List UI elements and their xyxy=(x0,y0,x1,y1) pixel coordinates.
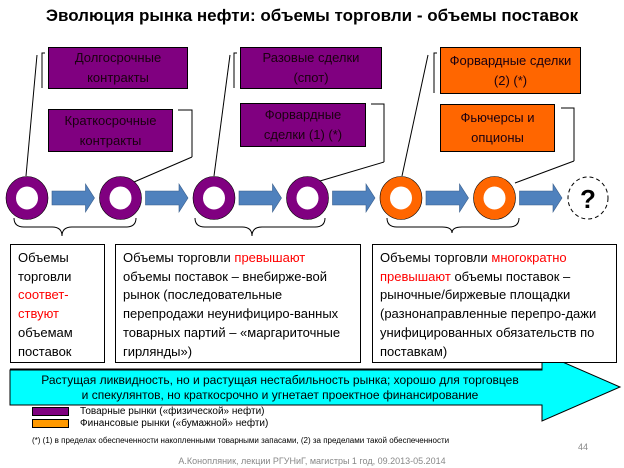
legend-label-commodity: Товарные рынки («физической» нефти) xyxy=(80,406,265,417)
brace-stage-3 xyxy=(386,217,520,234)
legend-swatch-financial xyxy=(32,419,69,428)
progression-arrow xyxy=(145,182,189,214)
stage-ring-commodity xyxy=(193,176,235,220)
arrow-text-line: и спекулянтов, но краткосрочно и угнетае… xyxy=(81,388,479,402)
legend-swatch-commodity xyxy=(32,407,69,416)
box-short-term-contracts: Краткосрочные контракты xyxy=(48,109,173,152)
desc-text: объемы поставок – рыночные/биржевые площ… xyxy=(380,268,597,359)
desc-highlight: многократно превышают xyxy=(380,250,567,284)
stage-ring-financial xyxy=(380,176,422,220)
description-stage-3: Объемы торговли многократно превышают об… xyxy=(372,244,617,363)
bracket-forward-1 xyxy=(371,103,385,162)
leader-line xyxy=(133,156,193,183)
stage-ring-financial xyxy=(473,176,516,220)
bracket-long-term xyxy=(41,52,45,88)
unknown-stage-circle xyxy=(567,176,609,220)
stage-ring-outline xyxy=(286,176,329,220)
box-spot-deals: Разовые сделки (спот) xyxy=(240,47,382,89)
desc-highlight: соответ-ствуют xyxy=(18,287,69,322)
brace-stage-1 xyxy=(13,217,137,237)
box-forward-deals-1: Форвардные сделки (1) (*) xyxy=(240,103,366,147)
desc-text: Объемы торговли xyxy=(380,250,492,265)
leader-line xyxy=(401,54,429,177)
description-stage-1: Объемы торговли соответ-ствуют объемам п… xyxy=(10,244,105,363)
progression-arrow xyxy=(332,182,376,214)
stage-ring-commodity xyxy=(6,176,48,220)
progression-arrow xyxy=(425,182,469,214)
bracket-short-term xyxy=(178,109,193,157)
stage-ring-outline xyxy=(192,176,236,220)
leader-line xyxy=(25,54,38,177)
legend-label-financial: Финансовые рынки («бумажной» нефти) xyxy=(80,418,269,429)
desc-highlight: превышают xyxy=(234,250,306,265)
stage-ring-outline xyxy=(379,176,423,220)
footer: А.Конопляник, лекции РГУНиГ, магистры 1 … xyxy=(178,456,446,466)
stage-ring-outline xyxy=(99,176,142,220)
leader-line xyxy=(514,160,575,184)
desc-text: объемам поставок xyxy=(18,324,73,359)
stage-ring-commodity xyxy=(99,176,142,220)
footnote: (*) (1) в пределах обеспеченности накопл… xyxy=(32,436,450,445)
progression-arrow xyxy=(51,182,95,214)
bracket-forward-2 xyxy=(433,52,437,93)
liquidity-arrow xyxy=(9,352,622,422)
stage-ring-commodity xyxy=(286,176,329,220)
bracket-spot xyxy=(233,52,237,88)
leader-line xyxy=(319,161,385,182)
slide-title: Эволюция рынка нефти: объемы торговли - … xyxy=(45,6,579,25)
page-number: 44 xyxy=(578,442,589,452)
desc-text: Объемы торговли xyxy=(123,250,235,265)
bracket-futures xyxy=(561,107,575,161)
box-long-term-contracts: Долгосрочные контракты xyxy=(48,47,188,89)
leader-line xyxy=(213,54,231,177)
progression-arrow xyxy=(519,182,563,214)
stage-ring-outline xyxy=(473,176,516,220)
progression-arrow xyxy=(238,182,282,214)
desc-text: Объемы торговли xyxy=(18,250,72,284)
arrow-text-line: Растущая ликвидность, но и растущая нест… xyxy=(41,373,519,387)
question-mark: ? xyxy=(580,184,596,214)
brace-stage-2 xyxy=(194,217,326,237)
desc-text: объемы поставок – внебирже-вой рынок (по… xyxy=(123,268,341,359)
stage-ring-outline xyxy=(5,176,49,220)
description-stage-2: Объемы торговли превышают объемы поставо… xyxy=(115,244,361,363)
box-futures-options: Фьючерсы и опционы xyxy=(440,104,555,152)
liquidity-arrow-text: Растущая ликвидность, но и растущая нест… xyxy=(40,373,520,403)
box-forward-deals-2: Форвардные сделки (2) (*) xyxy=(440,47,581,94)
